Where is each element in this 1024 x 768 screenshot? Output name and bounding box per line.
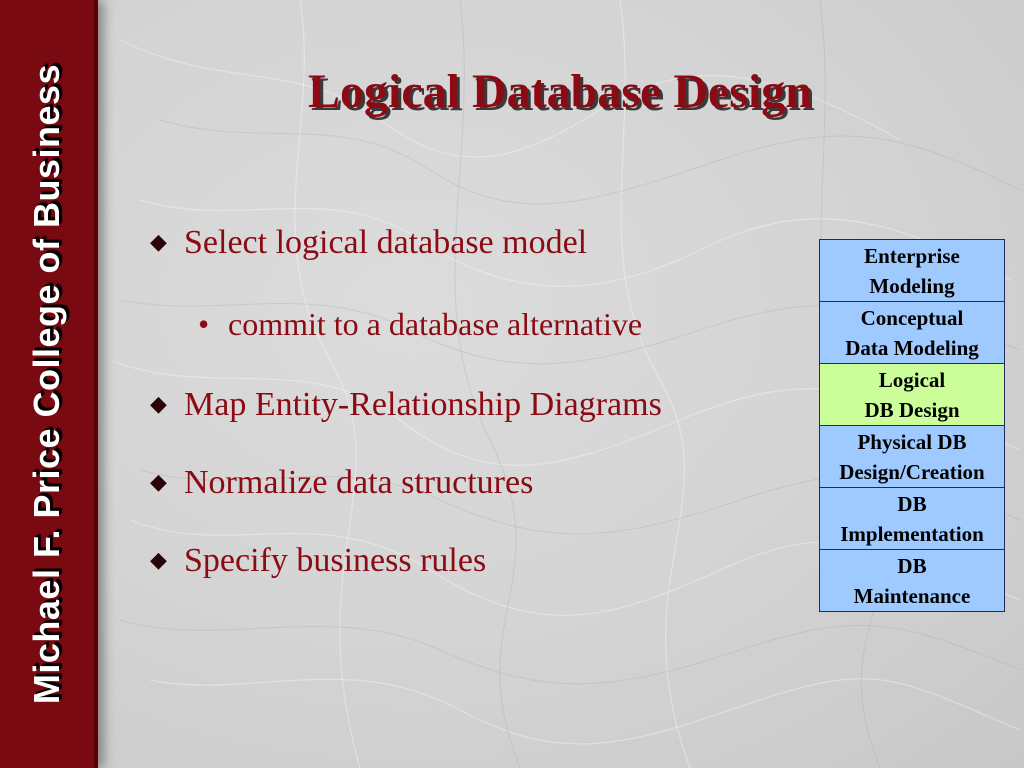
bullet-text: Select logical database model [184,224,588,261]
diamond-bullet-icon: ◆ [150,229,167,255]
sidebar-banner: Michael F. Price College of Business [0,0,98,768]
bullet-text: Normalize data structures [184,464,534,501]
dot-bullet-icon: • [198,306,210,342]
bullet-text: Specify business rules [184,542,487,579]
sub-bullet-item: • commit to a database alternative [198,306,642,343]
bullet-text: commit to a database alternative [228,306,643,342]
slide-title: Logical Database Design [308,65,812,118]
diamond-bullet-icon: ◆ [150,547,167,573]
diamond-bullet-icon: ◆ [150,391,167,417]
bullet-item: ◆ Specify business rules [150,542,486,580]
bullet-item: ◆ Map Entity-Relationship Diagrams [150,386,662,424]
diamond-bullet-icon: ◆ [150,469,167,495]
college-name: Michael F. Price College of Business [26,63,67,705]
bullet-item: ◆ Select logical database model [150,224,587,262]
bullet-text: Map Entity-Relationship Diagrams [184,386,662,423]
bullet-item: ◆ Normalize data structures [150,464,533,502]
